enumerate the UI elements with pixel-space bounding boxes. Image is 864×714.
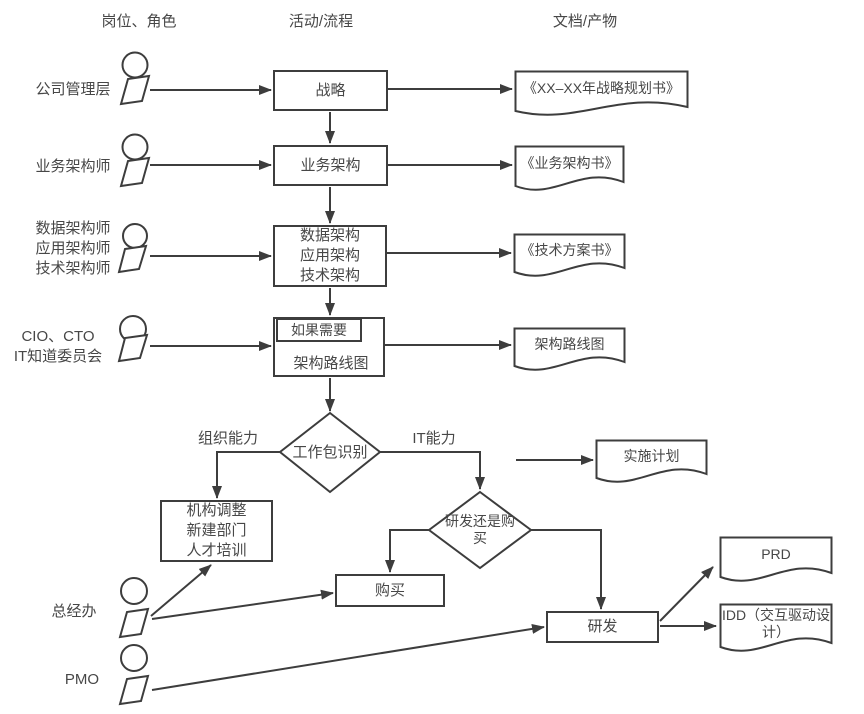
edge-label-org-capability: 组织能力 bbox=[197, 430, 258, 447]
document-label-tech-plan: 《技术方案书》 bbox=[520, 242, 619, 258]
if-needed-tag: 如果需要 bbox=[276, 318, 362, 342]
process-strategy: 战略 bbox=[273, 70, 388, 111]
document-shape-impl-plan bbox=[595, 439, 708, 483]
role-label-cio-committee: CIO、CTO IT知道委员会 bbox=[13, 328, 103, 365]
actor-body bbox=[119, 74, 151, 106]
actor-head bbox=[120, 644, 148, 672]
process-rd: 研发 bbox=[546, 611, 659, 643]
actor-body bbox=[118, 674, 150, 706]
lane-header-artifacts: 文档/产物 bbox=[552, 13, 618, 30]
process-biz-arch: 业务架构 bbox=[273, 145, 388, 186]
process-arch-roadmap-label: 架构路线图 bbox=[293, 355, 369, 372]
document-shape-prd bbox=[719, 536, 833, 582]
document-outline bbox=[719, 536, 833, 582]
document-outline bbox=[514, 145, 625, 191]
actor-body bbox=[118, 607, 150, 639]
actor-icon-gm-office bbox=[118, 577, 150, 639]
document-label-roadmap: 架构路线图 bbox=[534, 336, 605, 352]
document-label-biz-arch: 《业务架构书》 bbox=[520, 155, 619, 171]
role-label-biz-architect: 业务架构师 bbox=[35, 158, 111, 175]
actor-icon-biz-architect bbox=[119, 133, 151, 188]
actor-head bbox=[122, 223, 148, 249]
document-outline bbox=[595, 439, 708, 483]
decision-work-package-shape bbox=[278, 411, 382, 494]
document-shape-idd bbox=[719, 603, 833, 652]
actor-icon-architects bbox=[117, 223, 148, 274]
document-outline bbox=[514, 70, 689, 116]
arrow-gmoffice-to-buy bbox=[151, 589, 334, 620]
document-label-prd: PRD bbox=[761, 546, 791, 562]
process-buy: 购买 bbox=[335, 574, 445, 607]
document-label-impl-plan: 实施计划 bbox=[623, 448, 680, 464]
arrow-rdorbuy-to-buy bbox=[385, 529, 430, 573]
actor-head bbox=[121, 51, 149, 79]
document-shape-tech-plan bbox=[513, 233, 626, 277]
role-label-architects: 数据架构师 应用架构师 技术架构师 bbox=[35, 220, 111, 277]
actor-head bbox=[120, 577, 148, 605]
arrow-pmo-to-rd bbox=[151, 623, 545, 691]
arrow-workpackage-to-orgadjust bbox=[212, 451, 280, 499]
decision-work-package-label: 工作包识别 bbox=[292, 444, 368, 461]
document-label-idd: IDD（交互驱动设 计） bbox=[721, 607, 831, 640]
process-tech-arch: 数据架构 应用架构 技术架构 bbox=[273, 225, 387, 287]
document-shape-roadmap bbox=[513, 327, 626, 371]
document-outline bbox=[513, 327, 626, 371]
actor-icon-management bbox=[119, 51, 151, 106]
actor-body bbox=[119, 156, 151, 188]
actor-icon-pmo bbox=[118, 644, 150, 706]
actor-body bbox=[117, 244, 148, 274]
arrow-rd-to-prd bbox=[659, 566, 714, 622]
lane-header-roles: 岗位、角色 bbox=[101, 13, 177, 30]
actor-head bbox=[121, 133, 149, 161]
actor-body bbox=[117, 333, 149, 363]
role-label-pmo: PMO bbox=[64, 671, 100, 688]
actor-icon-cio-committee bbox=[117, 315, 149, 363]
role-label-management: 公司管理层 bbox=[35, 81, 111, 98]
decision-rd-or-buy-shape bbox=[427, 490, 533, 570]
decision-rd-or-buy-label: 研发还是购买 bbox=[445, 513, 515, 546]
arrow-rdorbuy-to-rd bbox=[530, 529, 606, 610]
document-shape-strategy-plan bbox=[514, 70, 689, 116]
document-outline bbox=[513, 233, 626, 277]
arrow-workpackage-to-rdorbuy bbox=[380, 451, 485, 490]
lane-header-process: 活动/流程 bbox=[288, 13, 354, 30]
arrow-gmoffice-to-orgadjust bbox=[150, 564, 212, 617]
edge-label-it-capability: IT能力 bbox=[412, 430, 456, 447]
document-label-strategy-plan: 《XX–XX年战略规划书》 bbox=[522, 80, 681, 96]
document-outline bbox=[719, 603, 833, 652]
process-org-adjust: 机构调整 新建部门 人才培训 bbox=[160, 500, 273, 562]
document-shape-biz-arch bbox=[514, 145, 625, 191]
role-label-gm-office: 总经办 bbox=[51, 603, 97, 620]
